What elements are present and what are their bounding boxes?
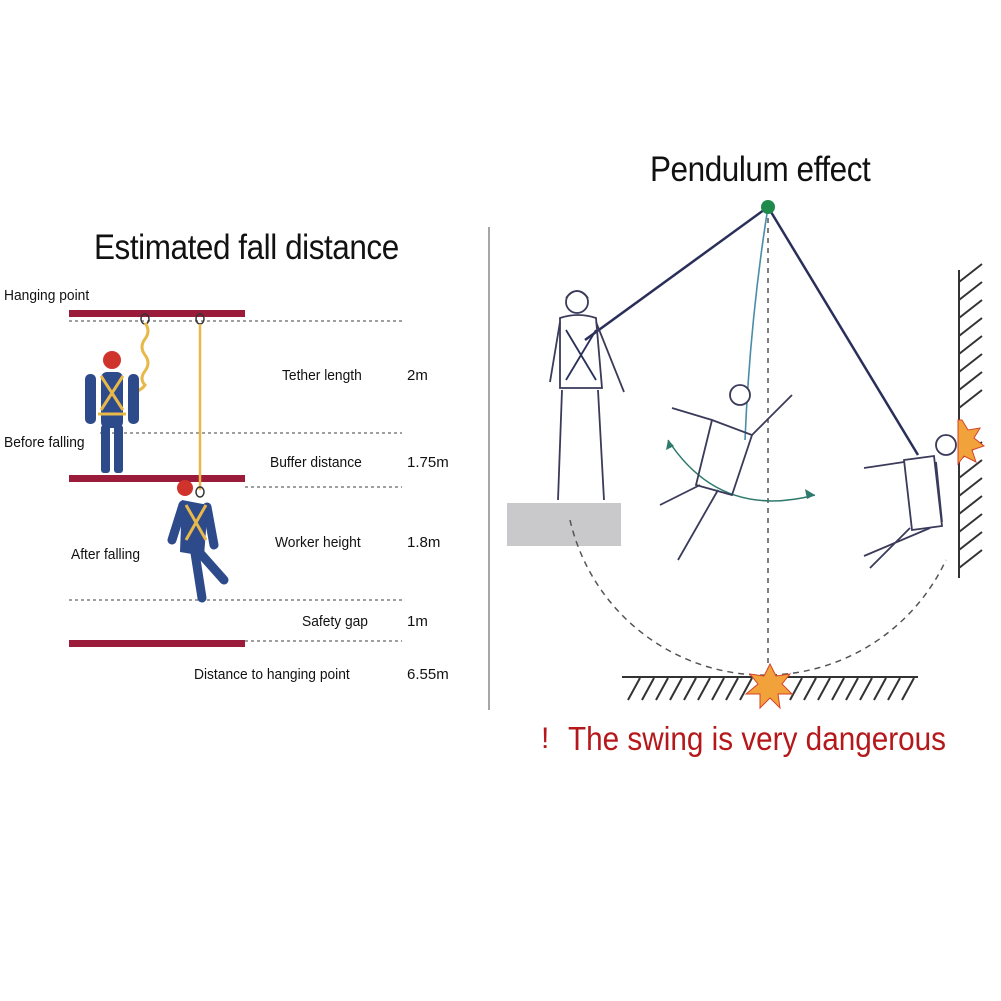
warning-mark: !: [541, 722, 550, 755]
swing-arrowhead-icon: [805, 489, 815, 499]
fall-distance-title: Estimated fall distance: [94, 228, 399, 267]
anchor-point: [761, 200, 775, 214]
hanging-point-label: Hanging point: [4, 287, 90, 304]
after-fall-connector: [195, 486, 205, 498]
rope-to-swinging-worker: [744, 206, 769, 441]
after-falling-label: After falling: [71, 546, 141, 563]
swing-direction-arrow: [667, 439, 816, 502]
worker-before-falling: [85, 351, 139, 473]
ground-impact-icon: [744, 662, 794, 710]
middle-beam: [69, 475, 245, 482]
swing-arc: [569, 519, 947, 676]
before-falling-label: Before falling: [4, 434, 85, 451]
worker-height-label: Worker height: [275, 534, 361, 551]
swinging-worker: [659, 384, 793, 561]
distance-to-hanging-point-label: Distance to hanging point: [194, 666, 350, 683]
warning-text: The swing is very dangerous: [568, 720, 947, 757]
lanyard-before: [130, 322, 150, 395]
buffer-distance-label: Buffer distance: [270, 454, 362, 471]
worker-height-value: 1.8m: [407, 534, 441, 551]
rope-to-wall-worker: [766, 206, 920, 456]
pendulum-effect-title: Pendulum effect: [650, 150, 871, 189]
standing-worker: [549, 290, 625, 501]
safety-gap-label: Safety gap: [302, 613, 368, 630]
tether-length-label: Tether length: [282, 367, 362, 384]
safety-gap-value: 1m: [407, 613, 428, 630]
wall-worker: [863, 434, 957, 569]
top-beam: [69, 310, 245, 317]
bottom-beam: [69, 640, 245, 647]
rope-to-standing-worker: [584, 205, 769, 342]
tether-length-value: 2m: [407, 367, 428, 384]
platform: [507, 503, 621, 546]
swing-arrowtail-icon: [666, 440, 674, 450]
wall-impact-icon: [957, 419, 986, 466]
buffer-distance-value: 1.75m: [407, 454, 449, 471]
worker-after-falling: [167, 480, 229, 603]
distance-to-hanging-point-value: 6.55m: [407, 666, 449, 683]
